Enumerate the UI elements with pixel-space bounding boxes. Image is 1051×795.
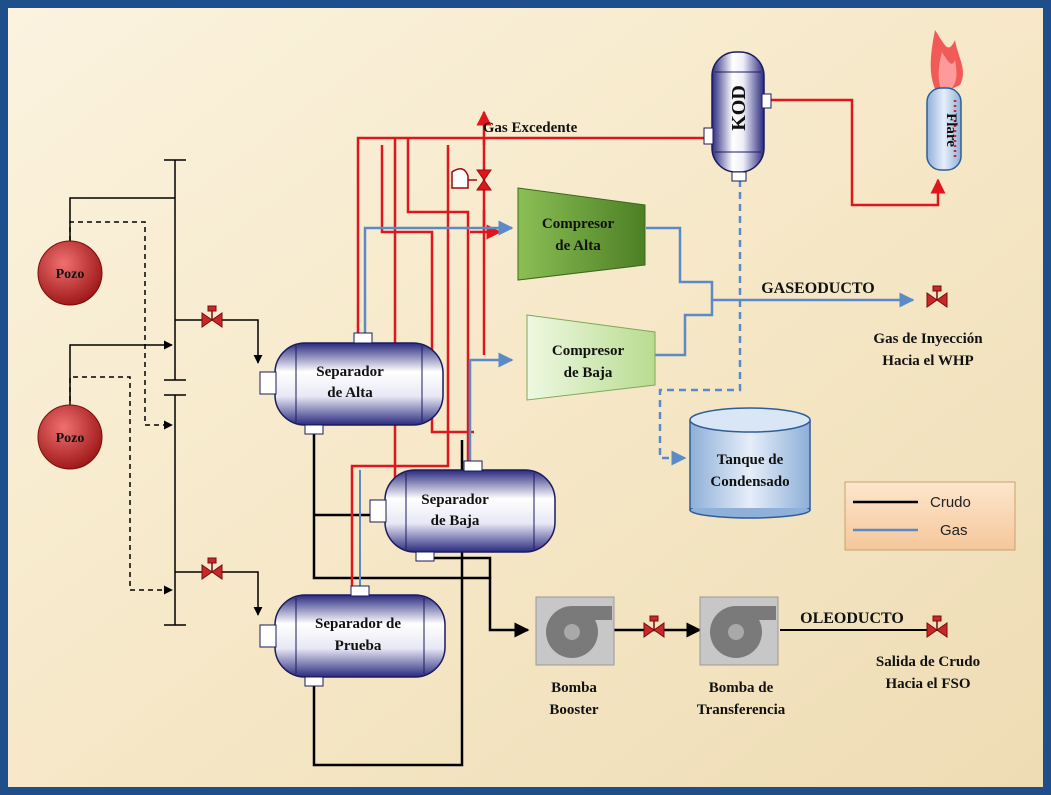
compresor-alta-label-line2: de Alta: [555, 238, 601, 254]
kod-label: KOD: [728, 85, 750, 131]
kod-vessel: KOD: [703, 51, 772, 182]
bomba-transferencia-label-line1: Bomba de: [709, 680, 774, 696]
bomba-transferencia-label-line2: Transferencia: [697, 702, 786, 718]
gas-excedente-label: Gas Excedente: [483, 120, 578, 136]
tanque-label-line1: Tanque de: [717, 452, 784, 468]
bomba-transferencia: Bomba de Transferencia: [697, 596, 786, 718]
control-valve-excess-gas: [451, 168, 492, 191]
manifold-headers: [164, 159, 186, 626]
compresor-baja-label-line1: Compresor: [552, 343, 625, 359]
gaseoducto-label: GASEODUCTO: [761, 280, 875, 297]
compresor-baja-label-line2: de Baja: [564, 365, 613, 381]
separador-alta-label-line1: Separador: [316, 364, 384, 380]
separador-prueba: Separador de Prueba: [259, 585, 446, 687]
valve-header-top: [201, 305, 223, 328]
compresor-alta: Compresor de Alta: [517, 187, 646, 281]
flare-stack: Flare: [926, 30, 964, 171]
valve-oleoducto: [926, 615, 948, 638]
bomba-booster-label-line2: Booster: [549, 702, 598, 718]
valve-gaseoducto: [926, 285, 948, 308]
bomba-booster-label-line1: Bomba: [551, 680, 597, 696]
legend-crudo-label: Crudo: [930, 494, 971, 511]
valve-between-pumps: [643, 615, 665, 638]
pozo-bottom-label: Pozo: [56, 431, 85, 446]
separador-prueba-label-line2: Prueba: [335, 638, 382, 654]
salida-crudo-label-line1: Salida de Crudo: [876, 654, 980, 670]
legend-gas-label: Gas: [940, 522, 968, 539]
compresor-baja: Compresor de Baja: [526, 314, 656, 401]
pozo-top-label: Pozo: [56, 267, 85, 282]
oleoducto-label: OLEODUCTO: [800, 610, 904, 627]
valve-header-bottom: [201, 557, 223, 580]
separador-alta: Separador de Alta: [259, 332, 444, 435]
separador-baja-label-line1: Separador: [421, 492, 489, 508]
salida-crudo-label-line2: Hacia el FSO: [886, 676, 971, 692]
separador-baja: Separador de Baja: [369, 460, 556, 562]
pozo-bottom: Pozo: [37, 404, 103, 470]
flare-label: Flare: [943, 113, 959, 147]
pozo-top: Pozo: [37, 240, 103, 306]
bomba-booster: Bomba Booster: [535, 596, 615, 718]
tanque-label-line2: Condensado: [710, 474, 789, 490]
legend: Crudo Gas: [844, 481, 1016, 551]
gas-inyeccion-label-line1: Gas de Inyección: [873, 331, 983, 347]
well-flowlines: [69, 197, 263, 616]
separador-baja-label-line2: de Baja: [431, 513, 480, 529]
compresor-alta-label-line1: Compresor: [542, 216, 615, 232]
gas-inyeccion-label-line2: Hacia el WHP: [882, 353, 973, 369]
separador-alta-label-line2: de Alta: [327, 385, 373, 401]
tanque-condensado: Tanque de Condensado: [689, 407, 811, 519]
gas-lines: [359, 180, 915, 592]
separador-prueba-label-line1: Separador de: [315, 616, 401, 632]
